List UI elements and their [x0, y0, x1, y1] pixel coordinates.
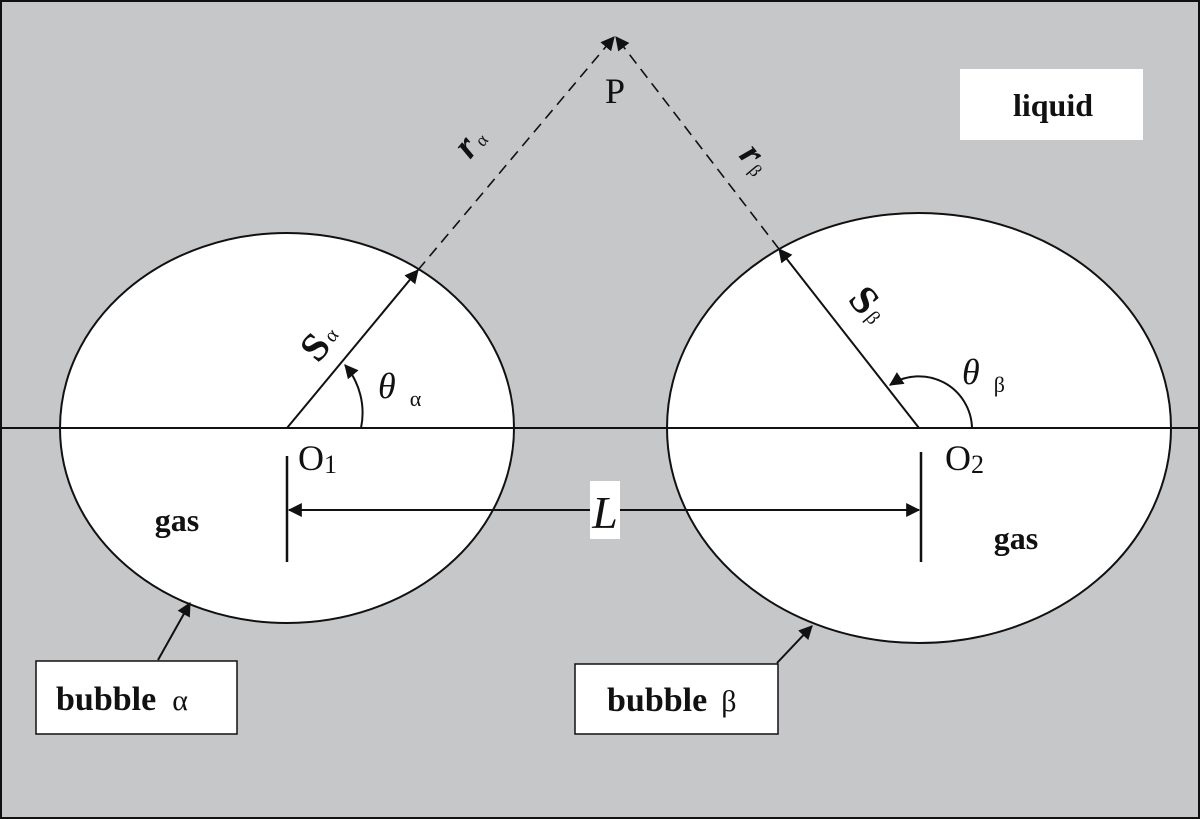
center-beta-label: O2 [945, 438, 984, 479]
bubble-alpha-label-box [35, 660, 238, 735]
radius-beta-line [778, 248, 920, 429]
center-alpha-label: O1 [298, 438, 337, 479]
angle-beta-arc [889, 372, 973, 429]
separation-label-box [590, 481, 620, 539]
angle-alpha-arc [344, 364, 364, 429]
radius-alpha-line [286, 269, 419, 429]
bubble-beta-label-box [574, 663, 779, 735]
point-p-label: P [605, 71, 625, 111]
liquid-label-box [960, 69, 1143, 140]
gas-beta-label: gas [994, 520, 1038, 556]
separation-label: L [591, 487, 618, 538]
distance-beta-line [615, 36, 780, 250]
bubble-beta-pointer [776, 625, 813, 664]
gas-alpha-label: gas [155, 502, 199, 538]
liquid-label: liquid [1013, 87, 1093, 123]
distance-alpha-line [417, 36, 615, 271]
bubble-alpha-pointer [157, 601, 191, 661]
